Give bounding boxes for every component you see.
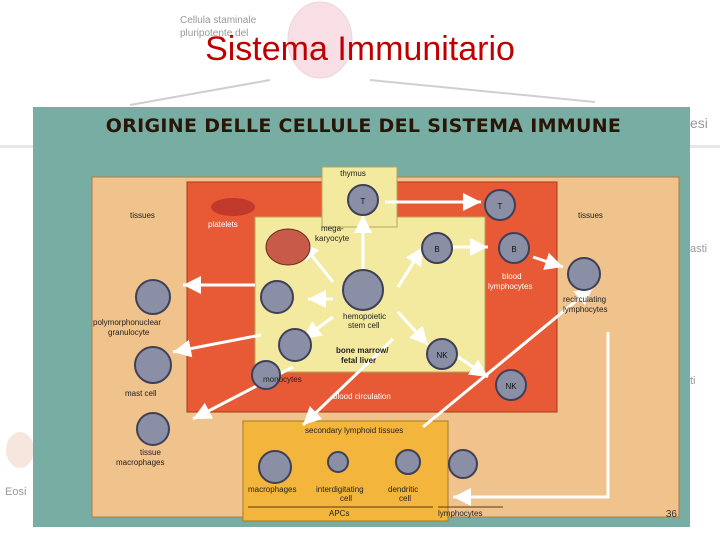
label-cell-nk2: NK — [505, 382, 517, 391]
thymus-t-cell — [347, 184, 379, 216]
label-blood-lymphocytes-1: blood — [502, 272, 522, 281]
mast-cell — [134, 346, 172, 384]
eosinophil-illustration — [6, 432, 34, 468]
page-number: 36 — [665, 509, 677, 520]
bg-stem-label-2: pluripotente del — [180, 28, 249, 39]
label-megakaryocyte-1: mega- — [321, 224, 344, 233]
platelets-cluster — [211, 198, 255, 216]
arrow-nk-to-blood — [454, 353, 489, 379]
label-interdigitating-2: cell — [340, 494, 352, 503]
arrow-to-nk — [396, 310, 430, 347]
slide-title: Sistema Immunitario — [205, 30, 515, 68]
bg-arrow-right — [369, 79, 596, 103]
arrow-recirculation-loop — [453, 332, 610, 506]
label-cell-t1: T — [361, 197, 366, 206]
diagram-canvas: thymus T T B B NK NK tissues tissues pla… — [91, 166, 680, 522]
label-bone-marrow-2: fetal liver — [341, 356, 376, 365]
label-lymphocytes: lymphocytes — [438, 509, 482, 518]
interdigitating-cell — [327, 451, 349, 473]
hemopoietic-stem-cell — [342, 269, 384, 311]
label-recirculating-1: recirculating — [563, 295, 606, 304]
label-blood-circulation: blood circulation — [333, 392, 391, 401]
lymphoid-lymphocyte — [448, 449, 478, 479]
label-tissue-macro-2: macrophages — [116, 458, 164, 467]
bg-stem-label-1: Cellula staminale — [180, 15, 257, 26]
label-cell-b2: B — [511, 245, 516, 254]
label-hemopoietic-1: hemopoietic — [343, 312, 386, 321]
blood-nk-cell — [495, 369, 527, 401]
label-recirculating-2: lymphocytes — [563, 305, 607, 314]
label-cell-nk1: NK — [436, 351, 448, 360]
marrow-b-cell — [421, 232, 453, 264]
stem-cell-illustration — [287, 1, 353, 79]
marrow-monocyte — [278, 328, 312, 362]
label-mast-cell: mast cell — [125, 389, 157, 398]
bg-fragment-3: ti — [690, 375, 696, 387]
label-apcs: APCs — [329, 509, 349, 518]
bg-fragment-4: Eosi — [5, 486, 27, 498]
megakaryocyte-cell — [265, 228, 311, 266]
label-tissues-right: tissues — [578, 211, 603, 220]
label-macrophages: macrophages — [248, 485, 296, 494]
dendritic-cell — [395, 449, 421, 475]
immune-origin-diagram: ORIGINE DELLE CELLULE DEL SISTEMA IMMUNE — [33, 107, 690, 527]
label-interdigitating-1: interdigitating — [316, 485, 364, 494]
recirculating-lymphocyte — [567, 257, 601, 291]
arrow-to-lymphoid — [301, 337, 395, 427]
blood-t-cell — [484, 189, 516, 221]
arrow-to-recirculating — [532, 252, 564, 270]
label-thymus: thymus — [340, 169, 366, 178]
label-hemopoietic-2: stem cell — [348, 321, 380, 330]
arrow-to-mast-cell — [172, 333, 262, 358]
label-cell-b1: B — [434, 245, 439, 254]
label-dendritic-2: cell — [399, 494, 411, 503]
arrow-to-b-marrow — [396, 246, 425, 288]
label-polymorpho-1: polymorphonuclear — [93, 318, 161, 327]
blood-b-cell — [498, 232, 530, 264]
label-monocytes: monocytes — [263, 375, 302, 384]
marrow-granulocyte — [260, 280, 294, 314]
bg-fragment-1: esi — [690, 115, 708, 131]
label-tissues-left: tissues — [130, 211, 155, 220]
bg-arrow-left — [129, 79, 271, 106]
label-cell-t2: T — [498, 202, 503, 211]
tissue-macrophage — [136, 412, 170, 446]
arrow-lymphoid-to-blood — [422, 285, 594, 429]
label-megakaryocyte-2: karyocyte — [315, 234, 350, 243]
blood-monocyte — [251, 360, 281, 390]
bg-fragment-2: asti — [690, 243, 708, 255]
label-polymorpho-2: granulocyte — [108, 328, 150, 337]
lymphoid-macrophage — [258, 450, 292, 484]
label-tissue-macro-1: tissue — [140, 448, 161, 457]
marrow-nk-cell — [426, 338, 458, 370]
label-bone-marrow-1: bone marrow/ — [336, 346, 389, 355]
diagram-title: ORIGINE DELLE CELLULE DEL SISTEMA IMMUNE — [105, 115, 622, 137]
label-blood-lymphocytes-2: lymphocytes — [488, 282, 532, 291]
tissue-granulocyte — [135, 279, 171, 315]
label-platelets: platelets — [208, 220, 238, 229]
label-secondary-lymphoid: secondary lymphoid tissues — [305, 426, 403, 435]
label-dendritic-1: dendritic — [388, 485, 418, 494]
